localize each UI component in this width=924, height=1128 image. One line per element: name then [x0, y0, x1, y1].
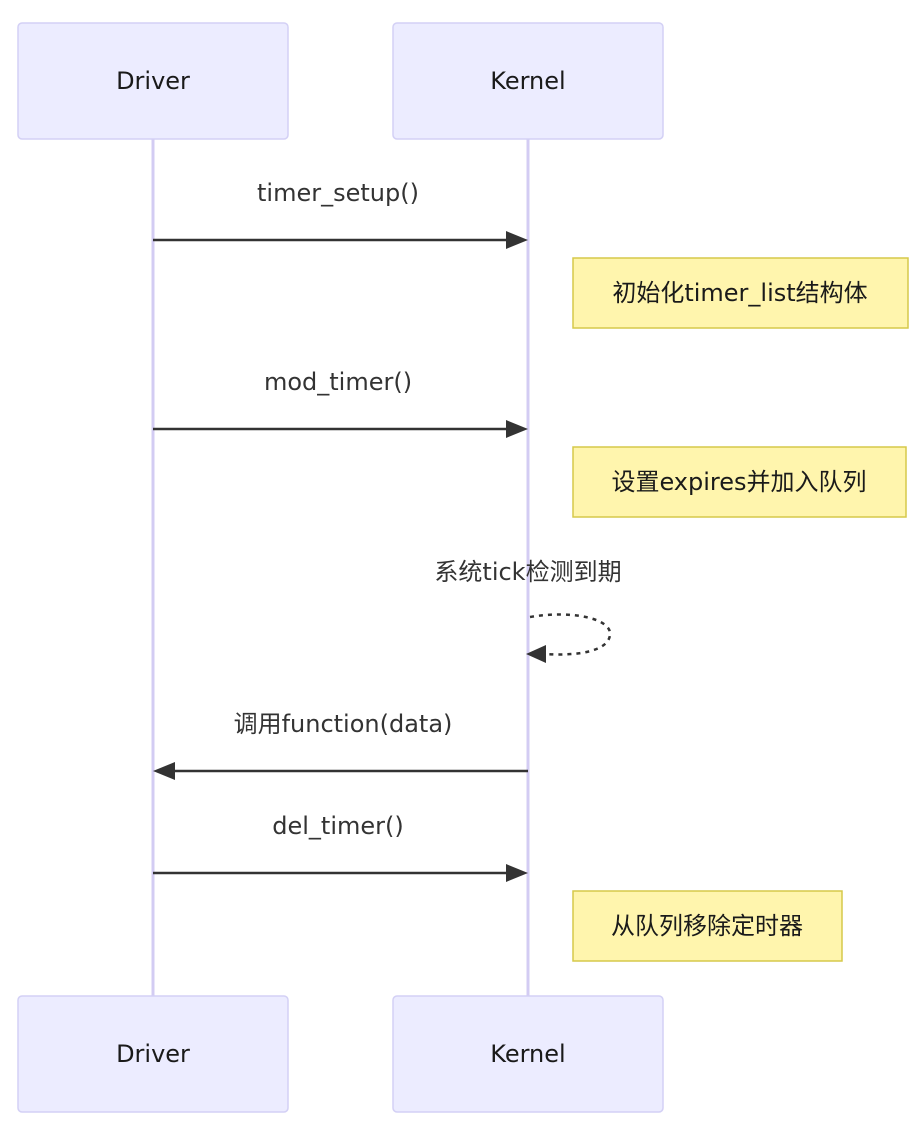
note-init-timer-list-text: 初始化timer_list结构体: [612, 279, 867, 307]
actor-driver-top[interactable]: Driver: [17, 22, 289, 140]
arrow-right-icon: [506, 864, 528, 882]
actor-kernel-bottom[interactable]: Kernel: [392, 995, 664, 1113]
actor-kernel-top-label: Kernel: [490, 67, 565, 95]
arrow-left-icon: [153, 762, 175, 780]
arrow-right-icon: [506, 420, 528, 438]
note-remove-timer: 从队列移除定时器: [572, 890, 843, 962]
message-call-function-label: 调用function(data): [234, 710, 453, 738]
message-mod-timer[interactable]: mod_timer(): [153, 368, 528, 438]
message-call-function[interactable]: 调用function(data): [153, 710, 528, 780]
message-del-timer[interactable]: del_timer(): [153, 812, 528, 882]
actor-kernel-top[interactable]: Kernel: [392, 22, 664, 140]
message-tick-expire-label: 系统tick检测到期: [434, 558, 621, 586]
actor-driver-top-label: Driver: [116, 67, 190, 95]
arrow-right-icon: [506, 231, 528, 249]
message-mod-timer-label: mod_timer(): [264, 368, 412, 396]
message-del-timer-label: del_timer(): [272, 812, 403, 840]
arrow-left-icon: [526, 645, 546, 663]
note-set-expires-text: 设置expires并加入队列: [611, 468, 866, 496]
message-timer-setup-label: timer_setup(): [257, 179, 419, 207]
actor-kernel-bottom-label: Kernel: [490, 1040, 565, 1068]
note-remove-timer-text: 从队列移除定时器: [611, 912, 803, 940]
note-set-expires: 设置expires并加入队列: [572, 446, 907, 518]
actor-driver-bottom[interactable]: Driver: [17, 995, 289, 1113]
note-init-timer-list: 初始化timer_list结构体: [572, 257, 909, 329]
actor-driver-bottom-label: Driver: [116, 1040, 190, 1068]
message-tick-expire[interactable]: 系统tick检测到期: [434, 558, 622, 663]
message-timer-setup[interactable]: timer_setup(): [153, 179, 528, 249]
